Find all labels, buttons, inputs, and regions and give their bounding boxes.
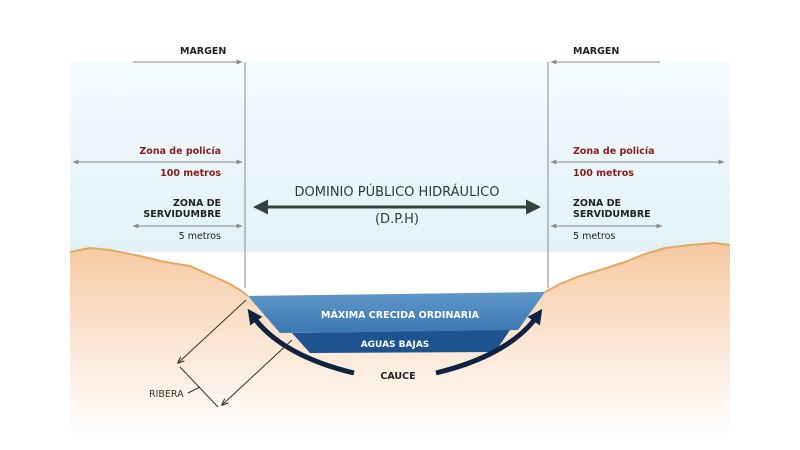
zona-policia-label-left: Zona de policía (139, 146, 221, 157)
zona-servidumbre-label-left-2: SERVIDUMBRE (143, 209, 221, 220)
metros5-label-right: 5 metros (573, 231, 616, 242)
ribera-leader-line (187, 386, 201, 394)
aguas-bajas-label: AGUAS BAJAS (360, 340, 430, 350)
metros5-label-left: 5 metros (178, 231, 221, 242)
zona-servidumbre-label-right-2: SERVIDUMBRE (573, 209, 651, 220)
ribera-arrow-bottom (222, 339, 293, 405)
ground-edge-right (544, 241, 731, 293)
zona-policia-label-right: Zona de policía (573, 146, 655, 157)
cauce-arrow-left (247, 308, 355, 376)
dph-abbreviation: (D.P.H) (374, 212, 419, 227)
margen-label-right: MARGEN (573, 46, 620, 57)
zona-servidumbre-label-right-1: ZONA DE (573, 198, 621, 209)
metros100-label-left: 100 metros (160, 168, 221, 179)
sky-area (70, 62, 730, 252)
ribera-arrow-top (178, 299, 247, 363)
margen-label-left: MARGEN (180, 46, 227, 57)
cauce-label: CAUCE (380, 371, 416, 382)
dph-title: DOMINIO PÚBLICO HIDRÁULICO (294, 185, 500, 200)
cauce-arrow-right (435, 308, 543, 376)
zona-servidumbre-label-left-1: ZONA DE (173, 198, 221, 209)
maxima-crecida-label: MÁXIMA CRECIDA ORDINARIA (321, 310, 479, 321)
ground-edge-left (69, 246, 249, 297)
water-low (292, 330, 510, 353)
water-maximum-flood (248, 292, 545, 333)
metros100-label-right: 100 metros (573, 168, 634, 179)
ribera-label: RIBERA (149, 389, 184, 400)
